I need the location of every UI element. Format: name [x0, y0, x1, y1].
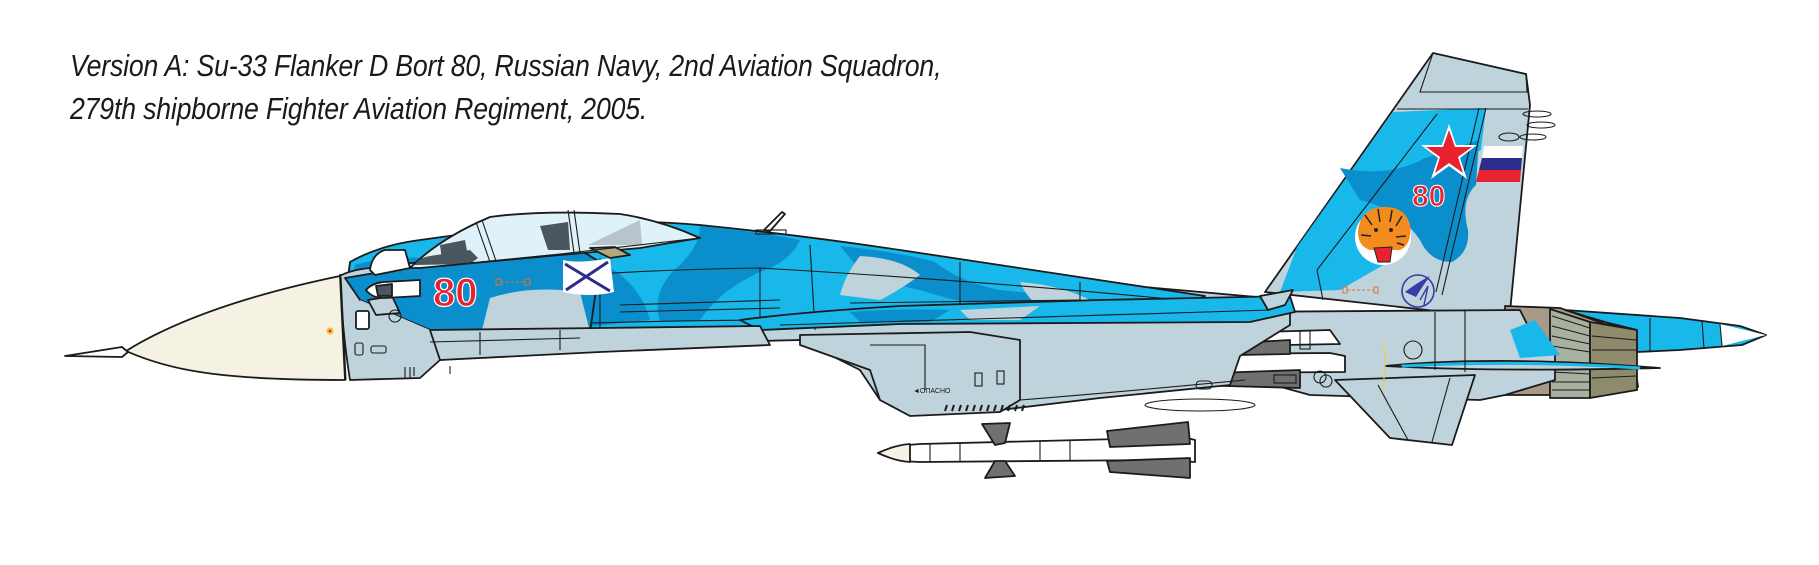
cockpit-canopy [369, 209, 701, 276]
sukhoi-logo-icon [1401, 274, 1435, 308]
tail-bort-number: 80 [1412, 180, 1445, 213]
red-star-icon [1421, 124, 1477, 179]
st-andrews-naval-ensign-icon [563, 258, 614, 295]
radiation-warning-icon [326, 327, 334, 335]
dorsal-antenna [755, 211, 787, 235]
fin-antennas [1498, 110, 1556, 142]
profile-caption: Version A: Su-33 Flanker D Bort 80, Russ… [70, 44, 941, 130]
wing [739, 289, 1296, 331]
caption-line-1: Version A: Su-33 Flanker D Bort 80, Russ… [70, 48, 942, 83]
danger-stencil: ◄ОПАСНО [913, 388, 951, 395]
nose-section: 80 [64, 249, 771, 381]
tiger-head-emblem-icon [1355, 206, 1411, 265]
engine-nozzles [1504, 305, 1767, 399]
engine-intake: ◄ОПАСНО [799, 331, 1333, 417]
vertical-tail-fin: 80 [1264, 52, 1556, 313]
caption-line-2: 279th shipborne Fighter Aviation Regimen… [70, 91, 648, 126]
russian-flag-icon [1476, 146, 1523, 182]
intake-grille [944, 404, 1025, 412]
ventral-missile [877, 421, 1196, 479]
nose-bort-number: 80 [433, 271, 478, 315]
